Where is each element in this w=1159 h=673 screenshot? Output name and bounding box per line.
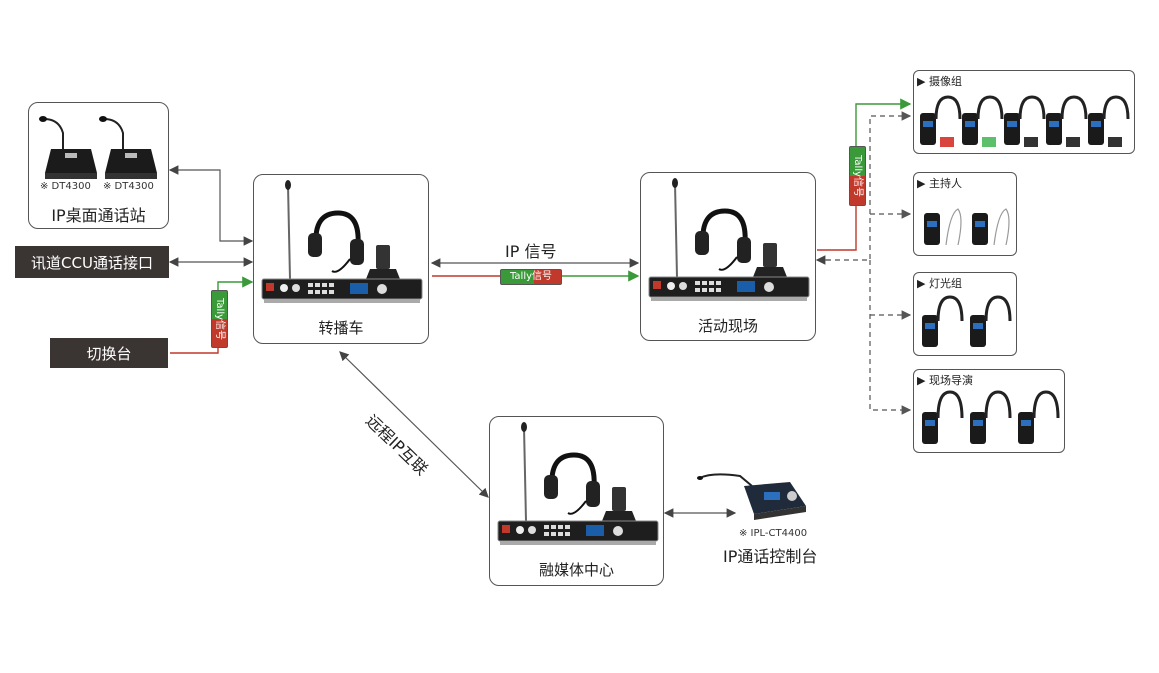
console-label: IP通话控制台 (723, 547, 818, 566)
host-group-devices (924, 208, 1010, 246)
remote-ip-link (339, 351, 489, 498)
event-site-label: 活动现场 (697, 317, 758, 335)
obvan-equipment-icon (261, 180, 423, 303)
tally-badge-right: Tally信号 (849, 146, 866, 206)
lighting-group-box: ▶ 灯光组 (913, 272, 1017, 356)
media-center-box: 融媒体中心 (489, 416, 664, 586)
console-model: ※ IPL-CT4400 (739, 528, 808, 539)
director-group-title: ▶ 现场导演 (917, 374, 973, 387)
lighting-group-title: ▶ 灯光组 (917, 277, 962, 290)
desk-station-icon (39, 116, 157, 179)
desk-station-label: IP桌面通话站 (51, 206, 146, 225)
lighting-group-devices (922, 295, 1012, 347)
event-site-box: 活动现场 (640, 172, 816, 341)
camera-group-box: ▶ 摄像组 (913, 70, 1135, 154)
event-tally-green (855, 98, 912, 148)
media-center-equipment-icon (497, 422, 659, 545)
host-group-title: ▶ 主持人 (917, 177, 962, 190)
ccu-interface-label: 讯道CCU通话接口 (15, 246, 169, 278)
tally-badge-left: Tally信号 (211, 290, 228, 348)
desk-station-model-b: ※ DT4300 (103, 181, 154, 192)
desk-station-model-a: ※ DT4300 (40, 181, 91, 192)
event-tally-red (817, 205, 857, 251)
switcher-label: 切换台 (50, 338, 168, 368)
tally-signal-text: Tally信号 (509, 271, 553, 282)
event-dashed-bus (826, 111, 912, 261)
switcher-tally-link-green (217, 276, 254, 290)
desk-station-box: ※ DT4300 ※ DT4300 IP桌面通话站 (28, 102, 169, 229)
obvan-label: 转播车 (318, 319, 364, 337)
desk-to-obvan-link (168, 165, 254, 246)
tally-signal-badge: Tally信号 (500, 269, 562, 285)
director-group-devices (922, 390, 1060, 444)
ip-signal-label: IP 信号 (505, 242, 557, 261)
camera-group-devices (920, 95, 1130, 147)
media-center-label: 融媒体中心 (538, 561, 614, 579)
director-group-box: ▶ 现场导演 (913, 369, 1065, 453)
host-group-box: ▶ 主持人 (913, 172, 1017, 256)
obvan-box: 转播车 (253, 174, 429, 344)
camera-group-title: ▶ 摄像组 (917, 75, 962, 88)
event-site-equipment-icon (648, 178, 810, 301)
